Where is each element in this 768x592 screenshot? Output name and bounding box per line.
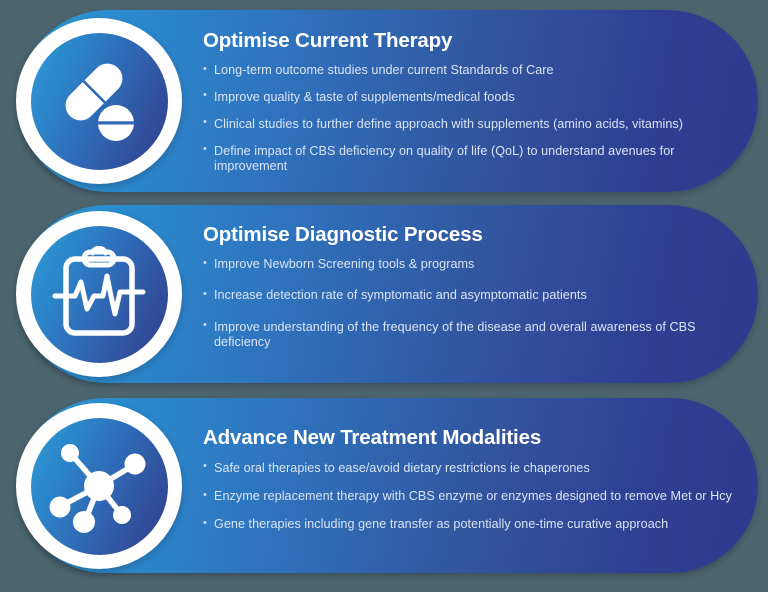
panel-text-block: Optimise Diagnostic Process Improve Newb… [203,205,740,383]
list-item: Define impact of CBS deficiency on quali… [203,143,740,175]
panel-title: Optimise Current Therapy [203,28,453,52]
badge-gradient-disc [30,32,168,170]
badge-gradient-disc [30,225,168,363]
pill-capsule-tablet-icon [65,63,134,141]
list-item: Gene therapies including gene transfer a… [203,517,740,532]
panel-title: Advance New Treatment Modalities [203,426,542,450]
list-item: Improve quality & taste of supplements/m… [203,89,740,105]
list-item: Increase detection rate of symptomatic a… [203,288,740,303]
list-item: Improve understanding of the frequency o… [203,319,740,351]
panel-text-block: Advance New Treatment Modalities Safe or… [203,398,740,573]
list-item: Safe oral therapies to ease/avoid dietar… [203,460,740,476]
list-item: Improve Newborn Screening tools & progra… [203,257,740,272]
list-item: Clinical studies to further define appro… [203,116,740,132]
bullet-list: Improve Newborn Screening tools & progra… [203,257,740,366]
badge-gradient-disc [30,417,168,555]
molecule-network-icon [49,444,146,533]
panel-text-block: Optimise Current Therapy Long-term outco… [203,10,740,192]
badge-optimise-diagnostic-process [16,211,182,377]
panel-title: Optimise Diagnostic Process [203,222,483,246]
badge-advance-new-treatment-modalities [16,403,182,569]
bullet-list: Safe oral therapies to ease/avoid dietar… [203,460,740,546]
list-item: Enzyme replacement therapy with CBS enzy… [203,489,740,504]
bullet-list: Long-term outcome studies under current … [203,63,740,174]
badge-optimise-current-therapy [16,18,182,184]
clipboard-heartbeat-icon [52,246,146,336]
list-item: Long-term outcome studies under current … [203,63,740,78]
